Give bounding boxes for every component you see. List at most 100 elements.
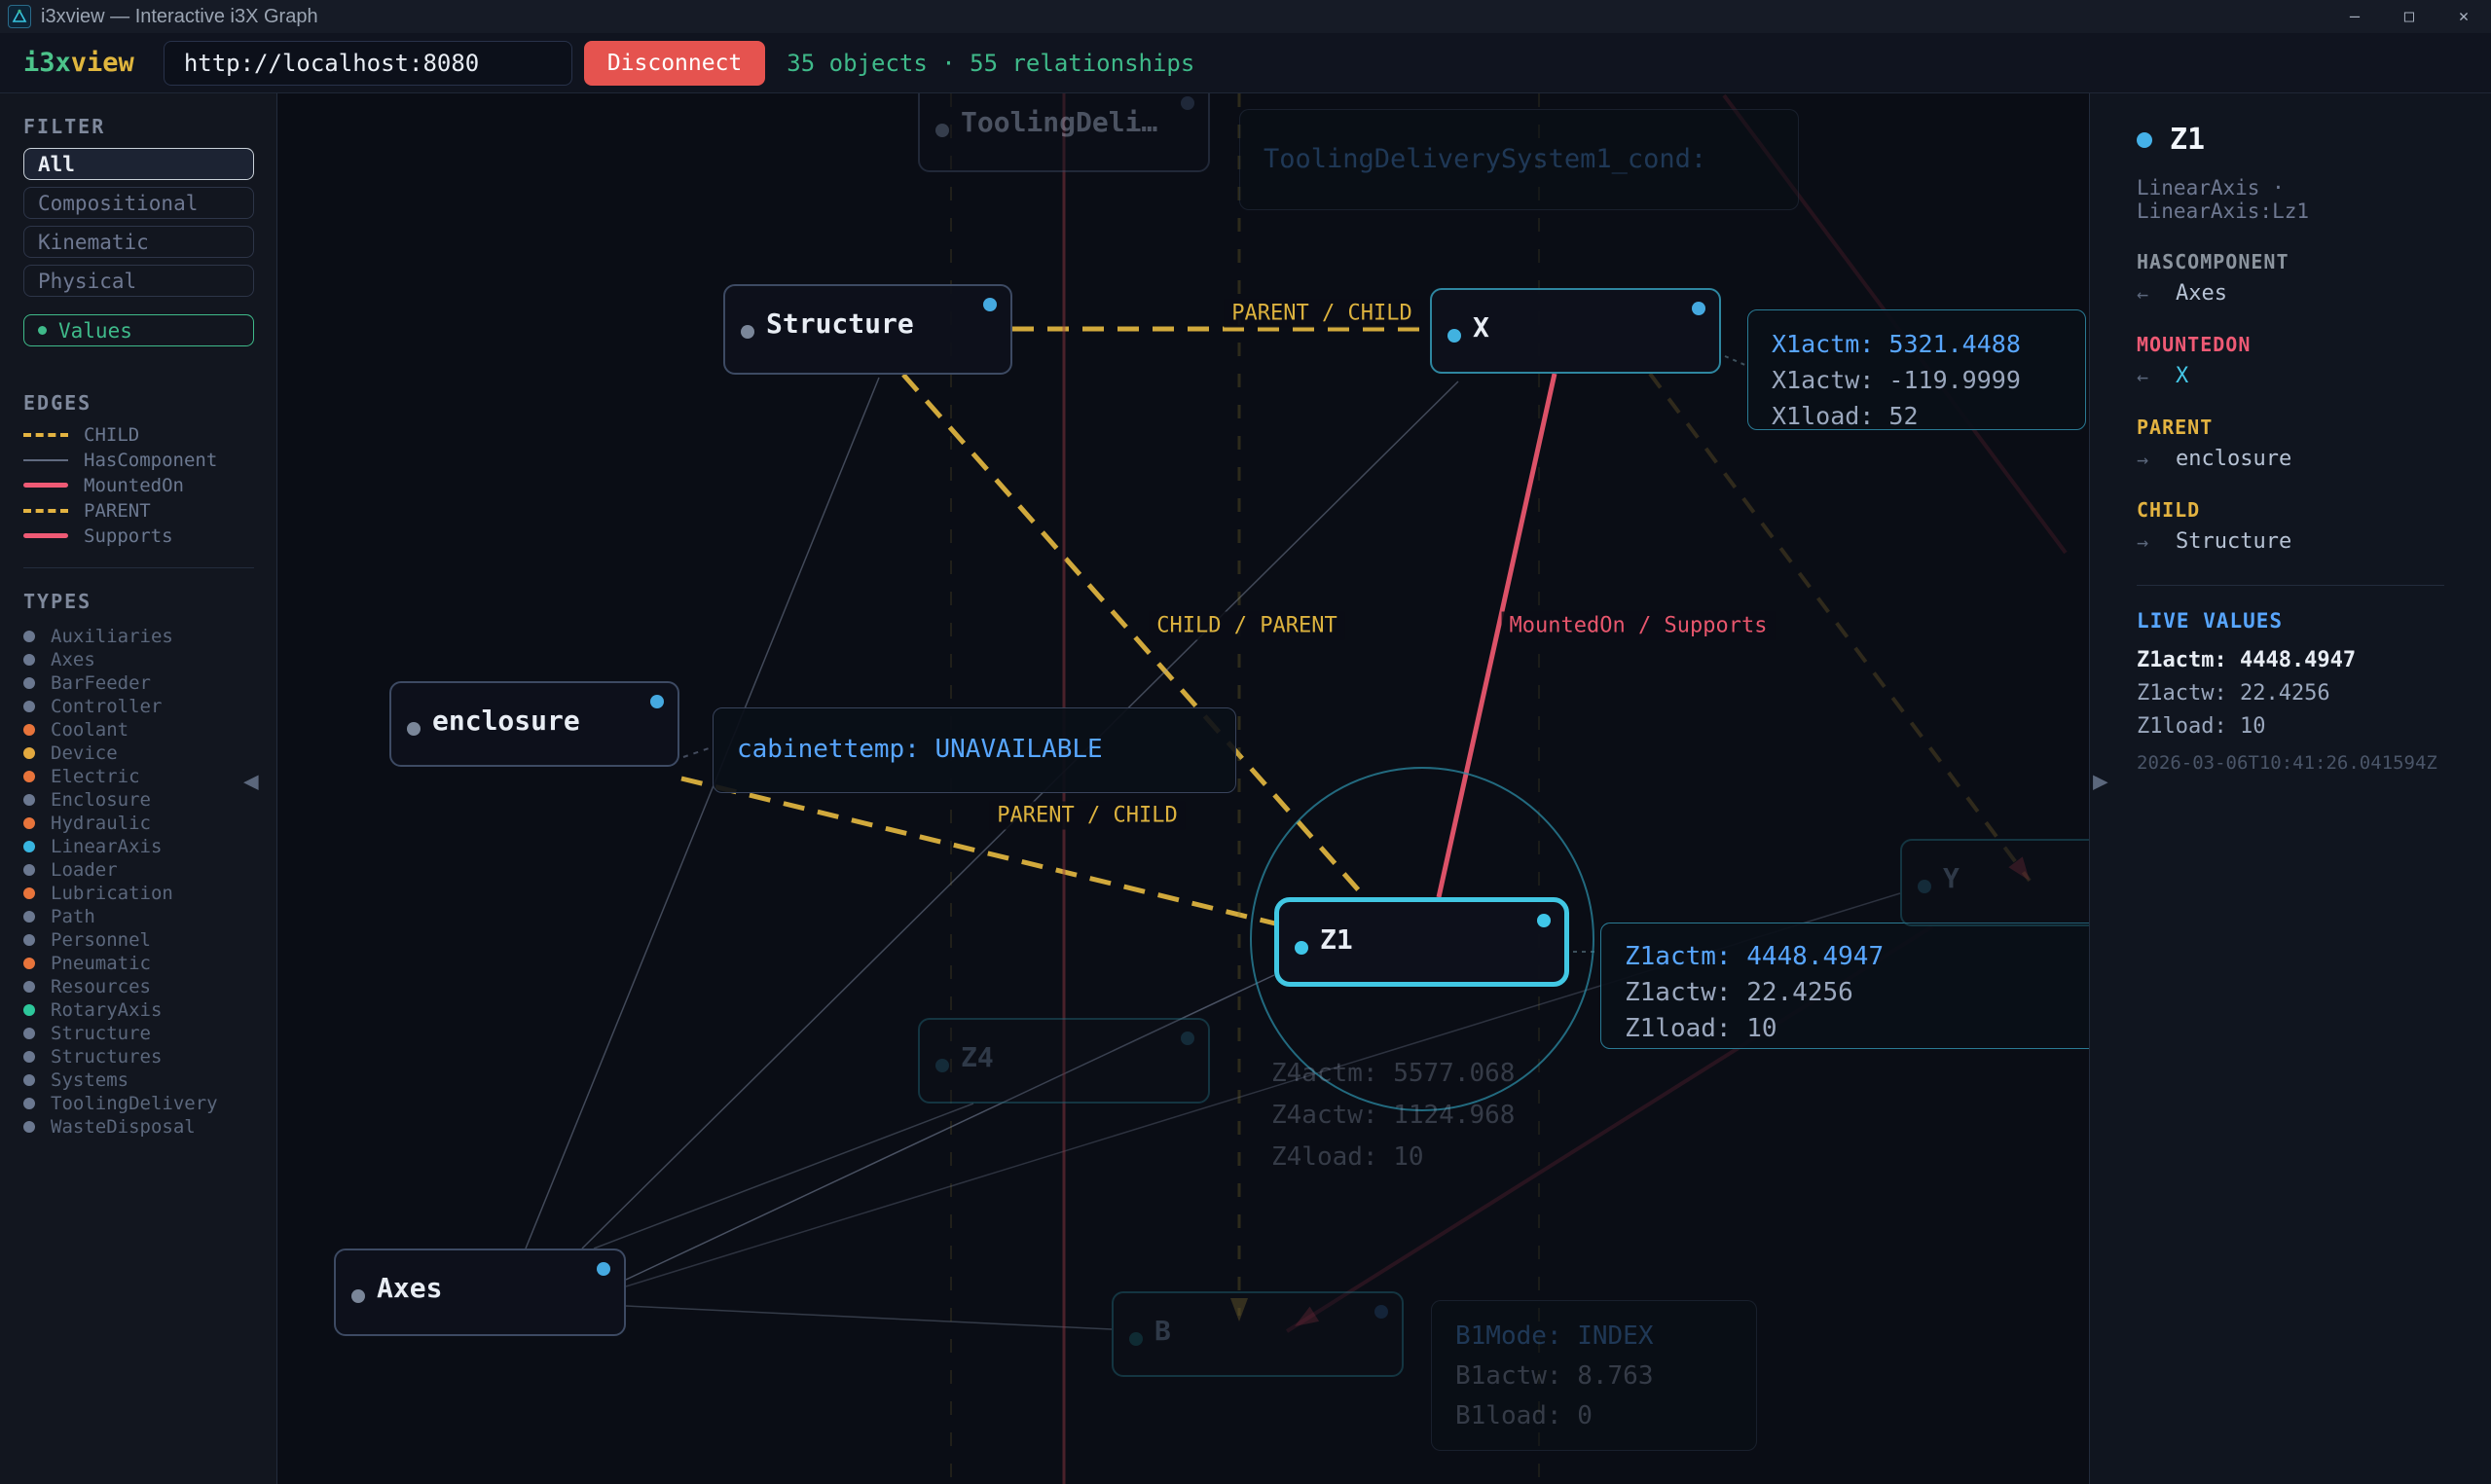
filter-button-all[interactable]: All: [23, 148, 254, 180]
edge-x-y-faded-child: [1648, 372, 2032, 883]
node-type-dot: [935, 1059, 949, 1072]
relationship-target-enclosure[interactable]: →enclosure: [2137, 447, 2444, 471]
minimize-button[interactable]: –: [2349, 7, 2361, 26]
connector-x-tooltip: [1724, 355, 1748, 367]
edge-axes-z1-hascomponent: [625, 974, 1275, 1281]
node-value-dot: [1181, 96, 1194, 110]
filter-button-compositional[interactable]: Compositional: [23, 187, 254, 219]
graph-node-toolingdelivery[interactable]: ToolingDeli…: [918, 93, 1210, 172]
type-dot: [23, 887, 35, 899]
node-label: Y: [1943, 862, 1960, 894]
relationship-target-axes[interactable]: ← Axes: [2137, 281, 2444, 306]
tooltip-line: ToolingDeliverySystem1_cond:: [1264, 144, 1707, 174]
tooltip-line: B1actw: 8.763: [1455, 1361, 1654, 1391]
type-item-axes: Axes: [23, 648, 253, 670]
type-dot: [23, 1003, 35, 1016]
node-label: enclosure: [432, 705, 580, 737]
logo-part-view: view: [70, 48, 134, 78]
type-item-coolant: Coolant: [23, 718, 253, 741]
type-dot: [23, 1027, 35, 1039]
type-label: Personnel: [51, 928, 151, 951]
live-values-timestamp: 2026-03-06T10:41:26.041594Z: [2137, 752, 2437, 774]
selected-node-title: Z1: [2170, 123, 2206, 157]
type-label: ToolingDelivery: [51, 1092, 218, 1114]
type-label: Hydraulic: [51, 812, 151, 834]
tooltip-line: X1actm: 5321.4488: [1772, 330, 2021, 358]
relationship-arrow-icon: ←: [2137, 281, 2149, 306]
relationship-target-label: X: [2176, 364, 2189, 388]
type-label: LinearAxis: [51, 835, 163, 857]
relationship-target-label: Axes: [2176, 281, 2227, 306]
node-label: ToolingDeli…: [961, 106, 1158, 138]
type-label: Controller: [51, 695, 163, 717]
type-item-electric: Electric: [23, 765, 253, 787]
node-type-dot: [407, 722, 421, 736]
graph-node-y[interactable]: Y: [1900, 839, 2089, 926]
graph-node-z1[interactable]: Z1: [1274, 897, 1569, 987]
server-url-input[interactable]: [163, 40, 572, 86]
logo-part-i3x: i3x: [23, 48, 71, 78]
type-item-device: Device: [23, 742, 253, 764]
node-value-dot: [1181, 1032, 1194, 1045]
sidebar-divider: [23, 567, 254, 568]
edge-legend-label: Supports: [84, 525, 173, 547]
node-type-dot: [1295, 941, 1308, 955]
filter-button-physical[interactable]: Physical: [23, 265, 254, 297]
edge-legend-label: CHILD: [84, 423, 140, 446]
collapse-right-sidebar-icon[interactable]: ▶: [2093, 767, 2108, 796]
maximize-button[interactable]: □: [2403, 7, 2415, 26]
type-label: Device: [51, 742, 118, 764]
tooltip-toolingdelivery-cond: ToolingDeliverySystem1_cond:: [1239, 109, 1799, 210]
type-dot: [23, 676, 35, 689]
graph-node-structure[interactable]: Structure: [723, 284, 1012, 375]
filter-button-kinematic[interactable]: Kinematic: [23, 226, 254, 258]
graph-node-axes[interactable]: Axes: [334, 1249, 626, 1336]
type-label: Auxiliaries: [51, 625, 173, 647]
node-type-dot: [351, 1289, 365, 1303]
type-item-controller: Controller: [23, 695, 253, 717]
edge-axes-b-hascomponent: [625, 1305, 1113, 1330]
edge-legend-swatch-supports: [23, 533, 68, 538]
app-icon: [8, 5, 31, 28]
app-logo: i3xview: [23, 48, 134, 78]
type-dot: [23, 980, 35, 993]
selection-ring: [1250, 767, 1594, 1111]
graph-node-b[interactable]: B: [1112, 1291, 1404, 1377]
titlebar: i3xview — Interactive i3X Graph – □ ✕: [0, 0, 2491, 33]
edge-legend-item-parent: PARENT: [23, 500, 253, 522]
type-item-barfeeder: BarFeeder: [23, 671, 253, 694]
close-button[interactable]: ✕: [2458, 7, 2470, 26]
live-value-row: Z1load: 10: [2137, 714, 2266, 739]
type-label: Structures: [51, 1045, 163, 1068]
type-item-enclosure: Enclosure: [23, 788, 253, 811]
node-label: Z1: [1320, 923, 1353, 956]
edge-label-mountedon-supports: MountedOn / Supports: [1501, 611, 1776, 640]
edges-layer: [525, 93, 2068, 1484]
node-value-dot: [983, 298, 997, 311]
edge-structure-z1-child-parent: [901, 373, 1367, 899]
relationship-heading: PARENT: [2137, 416, 2214, 439]
relationship-target-x[interactable]: ←X: [2137, 364, 2444, 388]
edge-legend-label: HasComponent: [84, 449, 218, 471]
disconnect-button[interactable]: Disconnect: [583, 40, 766, 86]
edge-legend-item-supports: Supports: [23, 525, 253, 547]
edge-enclosure-z1-parent-child: [680, 776, 1280, 927]
type-dot: [23, 630, 35, 642]
arrowhead-into-b-red: [1295, 1306, 1320, 1326]
graph-node-enclosure[interactable]: enclosure: [389, 681, 679, 767]
node-type-dot: [1447, 329, 1461, 343]
type-item-systems: Systems: [23, 1068, 253, 1091]
toolbar: i3xview Disconnect 35 objects · 55 relat…: [0, 33, 2491, 93]
graph-node-x[interactable]: X: [1430, 288, 1721, 374]
collapse-left-sidebar-icon[interactable]: ◀: [243, 767, 259, 796]
relationship-target-structure[interactable]: →Structure: [2137, 529, 2444, 554]
tooltip-line: B1load: 0: [1455, 1401, 1593, 1430]
node-value-dot: [1374, 1305, 1388, 1319]
window-title: i3xview — Interactive i3X Graph: [41, 5, 318, 27]
graph-node-z4[interactable]: Z4: [918, 1018, 1210, 1104]
filter-button-values[interactable]: Values: [23, 314, 254, 346]
relationship-heading: CHILD: [2137, 498, 2201, 522]
